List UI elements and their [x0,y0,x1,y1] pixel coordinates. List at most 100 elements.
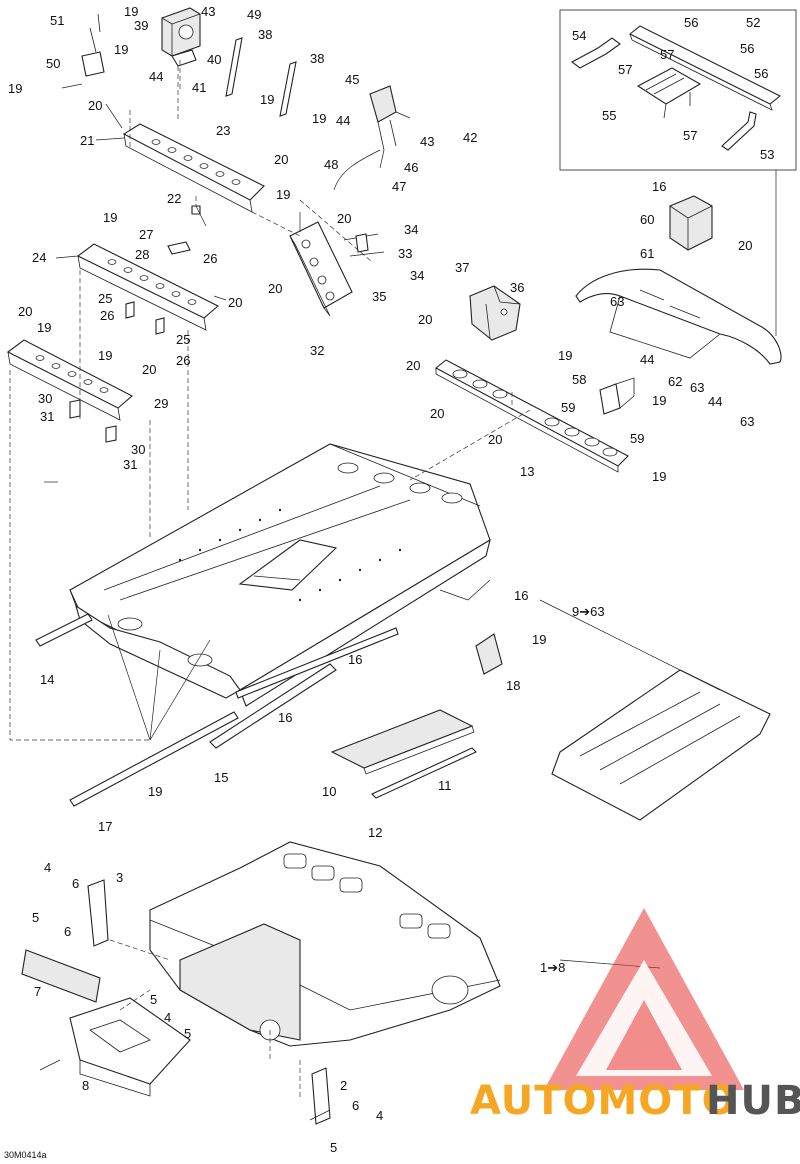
part-45-bracket [333,85,411,191]
callout-49: 49 [247,7,261,22]
callout-51: 51 [50,13,64,28]
callout-20: 20 [418,312,432,327]
rail-15 [209,663,337,749]
callout-56: 56 [684,15,698,30]
callout-56: 56 [740,41,754,56]
callout-20: 20 [406,358,420,373]
callout-21: 21 [80,133,94,148]
part-32-upright [289,221,385,317]
callout-46: 46 [404,160,418,175]
callout-43: 43 [420,134,434,149]
callout-19: 19 [532,632,546,647]
callout-5: 5 [330,1140,337,1155]
callout-19: 19 [312,111,326,126]
callout-36: 36 [510,280,524,295]
callout-57: 57 [683,128,697,143]
part-36-bracket [469,285,521,341]
part-29-channel [6,339,133,443]
callout-19: 19 [558,348,572,363]
callout-19: 19 [37,320,51,335]
callout-8: 8 [82,1078,89,1093]
rail-17 [69,711,239,807]
rail-16 [235,627,399,699]
callout-35: 35 [372,289,386,304]
callout-24: 24 [32,250,46,265]
callout-6: 6 [72,876,79,891]
part-7-pad [21,949,101,1003]
callout-20: 20 [142,362,156,377]
callout-16: 16 [652,179,666,194]
part-40-bracket [171,49,197,120]
watermark-triangle-core [606,1000,682,1070]
callout-57: 57 [618,62,632,77]
callout-47: 47 [392,179,406,194]
inset-range-label-9-63: 9➔63 [572,604,605,619]
callout-4: 4 [376,1108,383,1123]
callout-57: 57 [660,47,674,62]
callout-6: 6 [64,924,71,939]
part-60-block [669,195,713,251]
callout-20: 20 [18,304,32,319]
rail-14 [35,613,93,647]
callout-19: 19 [276,187,290,202]
callout-17: 17 [98,819,112,834]
callout-19: 19 [98,348,112,363]
callout-39: 39 [134,18,148,33]
callout-52: 52 [746,15,760,30]
front-frame [149,841,501,1047]
callout-44: 44 [336,113,350,128]
callout-3: 3 [116,870,123,885]
pad-10 [330,709,477,799]
part-21-channel [122,123,265,215]
callout-20: 20 [488,432,502,447]
callout-55: 55 [602,108,616,123]
callout-19: 19 [652,469,666,484]
part-8-bracket [69,997,191,1097]
inset-tunnel [551,669,771,821]
callout-30: 30 [131,442,145,457]
callout-63: 63 [740,414,754,429]
part-24-channel [76,241,219,335]
callout-20: 20 [430,406,444,421]
callout-28: 28 [135,247,149,262]
callout-56: 56 [754,66,768,81]
callout-13: 13 [520,464,534,479]
callout-4: 4 [164,1010,171,1025]
callout-48: 48 [324,157,338,172]
callout-53: 53 [760,147,774,162]
part-50-plate [81,13,105,77]
callout-38: 38 [310,51,324,66]
inset-range-label-1-8: 1➔8 [540,960,565,975]
callout-27: 27 [139,227,153,242]
callout-23: 23 [216,123,230,138]
callout-20: 20 [274,152,288,167]
callout-11: 11 [438,778,452,793]
callout-42: 42 [463,130,477,145]
leader-lines [9,60,721,1121]
callout-5: 5 [184,1026,191,1041]
callout-44: 44 [708,394,722,409]
watermark-text-part2: HUB [706,1078,800,1124]
callout-45: 45 [345,72,359,87]
part-39-housing [161,7,201,57]
callout-19: 19 [260,92,274,107]
watermark-text-part1: AUTOMOTO [470,1078,737,1124]
part-38-rod-a [225,37,243,97]
callout-20: 20 [88,98,102,113]
callout-29: 29 [154,396,168,411]
callout-44: 44 [640,352,654,367]
callout-20: 20 [268,281,282,296]
callout-34: 34 [404,222,418,237]
callout-4: 4 [44,860,51,875]
callout-20: 20 [228,295,242,310]
callout-25: 25 [176,332,190,347]
callout-19: 19 [8,81,22,96]
callout-19: 19 [103,210,117,225]
callout-10: 10 [322,784,336,799]
callout-38: 38 [258,27,272,42]
callout-26: 26 [100,308,114,323]
callout-5: 5 [150,992,157,1007]
callout-37: 37 [455,260,469,275]
callout-60: 60 [640,212,654,227]
document-code: 30M0414a [4,1150,47,1160]
